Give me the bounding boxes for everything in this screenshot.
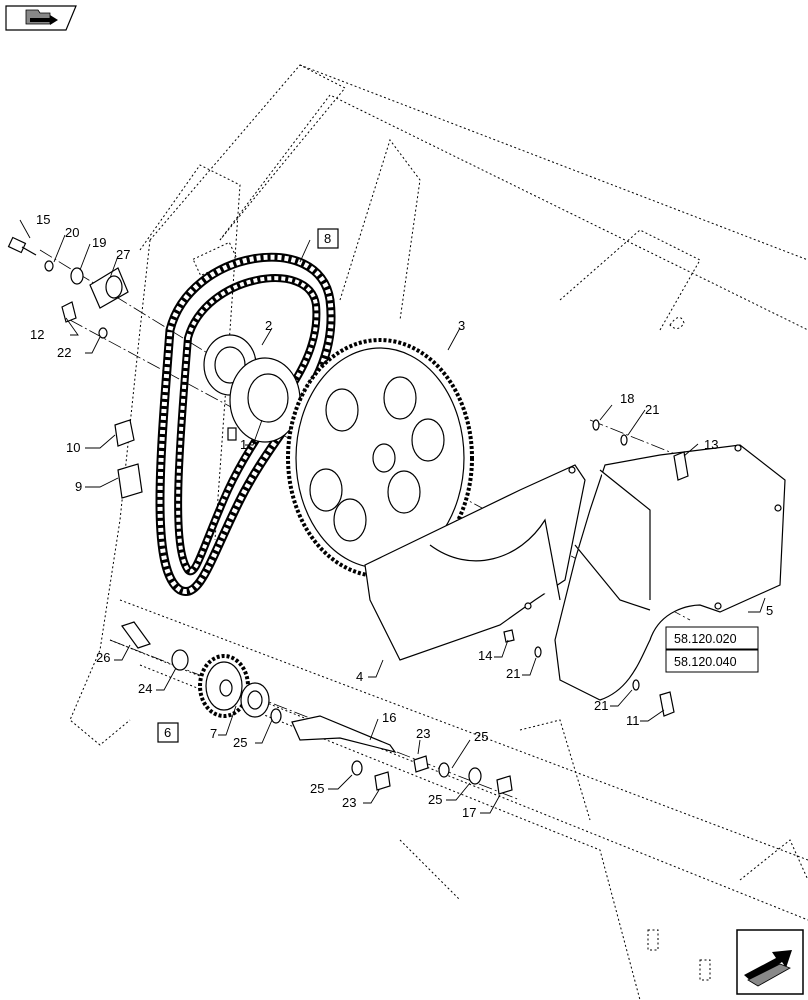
label-21-c: 21 [594,698,608,713]
label-7: 7 [210,726,217,741]
label-22: 22 [57,345,71,360]
label-2: 2 [265,318,272,333]
drive-chain [155,252,336,596]
sprocket-hub [203,334,301,443]
label-12: 12 [30,327,44,342]
hardware [7,236,689,795]
label-18: 18 [620,391,634,406]
label-25-c: 25 [310,781,324,796]
label-25-d: 25 [428,792,442,807]
label-19: 19 [92,235,106,250]
label-4: 4 [356,669,363,684]
large-sprocket [286,338,474,578]
machine-frame [69,64,808,1000]
svg-text:6: 6 [164,725,171,740]
reference-58-120-020: 58.120.020 [674,632,737,646]
label-17: 17 [462,805,476,820]
label-11: 11 [626,713,640,728]
part-labels: 15 20 19 27 12 22 10 9 1 2 3 4 5 24 26 7… [30,212,773,820]
outer-guard [554,444,786,701]
label-25-b: 25 [474,729,488,744]
label-23-b: 23 [342,795,356,810]
label-9: 9 [75,479,82,494]
boxed-label-6: 6 [157,722,179,743]
label-26: 26 [96,650,110,665]
leader-lines [19,219,766,814]
label-5: 5 [766,603,773,618]
label-1: 1 [240,437,247,452]
label-3: 3 [458,318,465,333]
small-sprocket [198,654,270,718]
label-21-a: 21 [506,666,520,681]
next-page-arrow-icon[interactable] [736,929,804,995]
label-21-b: 21 [645,402,659,417]
svg-text:8: 8 [324,231,331,246]
reference-58-120-040: 58.120.040 [674,655,737,669]
label-13: 13 [704,437,718,452]
label-25-a: 25 [233,735,247,750]
label-10: 10 [66,440,80,455]
label-20: 20 [65,225,79,240]
folder-arrow-icon[interactable] [5,5,77,31]
label-23-a: 23 [416,726,430,741]
inner-shield [364,464,586,661]
reference-links[interactable]: 58.120.020 58.120.040 [665,626,759,673]
label-24: 24 [138,681,152,696]
label-16: 16 [382,710,396,725]
label-14: 14 [478,648,492,663]
label-15: 15 [36,212,50,227]
label-27: 27 [116,247,130,262]
boxed-label-8: 8 [317,228,339,249]
